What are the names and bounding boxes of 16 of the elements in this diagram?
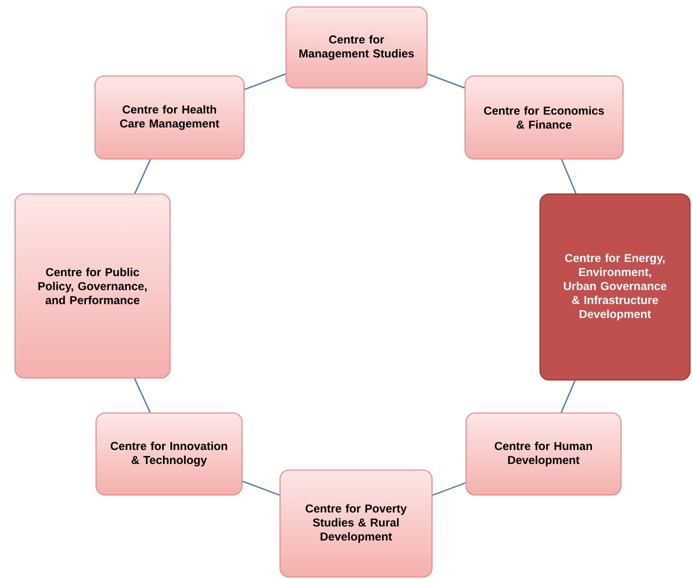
connector-line bbox=[134, 159, 151, 194]
centre-box: Centre for Economics & Finance bbox=[464, 76, 624, 160]
connector-line bbox=[427, 73, 465, 88]
connector-line bbox=[242, 480, 280, 496]
centre-box: Centre for Innovation & Technology bbox=[96, 412, 242, 496]
centre-box: Centre for Health Care Management bbox=[94, 76, 244, 160]
centre-box: Centre for Public Policy, Governance, and Performance bbox=[14, 194, 170, 378]
connector-line bbox=[561, 159, 576, 194]
connector-line bbox=[560, 380, 576, 413]
centre-box: Centre for Human Development bbox=[466, 412, 622, 496]
connector-line bbox=[432, 482, 466, 496]
centre-box: Centre for Poverty Studies & Rural Development bbox=[280, 470, 432, 578]
connector-line bbox=[134, 378, 151, 413]
centre-box: Centre for Energy, Environment, Urban Governance & Infrastructure Development bbox=[540, 194, 690, 380]
centre-box: Centre for Management Studies bbox=[286, 6, 428, 88]
connector-line bbox=[244, 73, 286, 90]
